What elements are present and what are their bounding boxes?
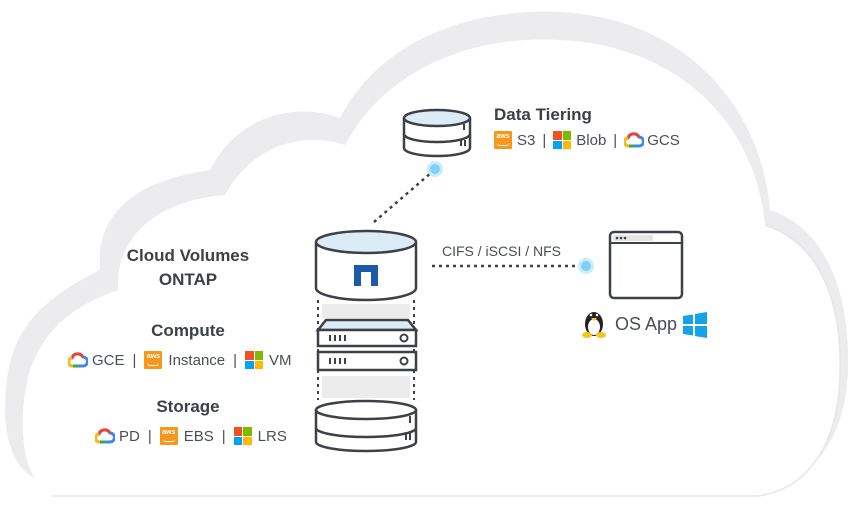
provider-label: PD	[119, 427, 140, 445]
aws-icon: aws	[144, 351, 163, 369]
data-tiering-title: Data Tiering	[494, 105, 592, 124]
aws-icon: aws	[159, 427, 178, 445]
protocol-label: CIFS / iSCSI / NFS	[442, 243, 562, 259]
separator: |	[233, 351, 238, 369]
provider-label: VM	[269, 351, 292, 369]
stack-band	[322, 376, 410, 398]
separator: |	[613, 131, 618, 149]
separator: |	[221, 427, 226, 445]
cloud-body	[22, 39, 841, 496]
netapp-logo-icon	[354, 265, 378, 286]
os-app-label: OS App	[615, 314, 678, 334]
provider-label: EBS	[183, 427, 214, 445]
data-tiering-providers: aws S3 | Blob | GCS	[494, 131, 680, 149]
storage-disk-icon	[314, 399, 418, 453]
cvo-cylinder-icon	[314, 229, 418, 302]
compute-server-icon	[315, 318, 419, 372]
cvo-title-line1: Cloud Volumes	[126, 246, 250, 265]
stack-band	[322, 304, 410, 318]
provider-label: S3	[517, 131, 536, 149]
provider-label: Instance	[168, 351, 226, 369]
provider-label: GCE	[92, 351, 125, 369]
provider-label: Blob	[576, 131, 607, 149]
cvo-title-line2: ONTAP	[158, 270, 218, 289]
app-window-icon	[608, 230, 684, 300]
microsoft-icon	[233, 427, 252, 445]
separator: |	[542, 131, 547, 149]
separator: |	[132, 351, 137, 369]
provider-label: LRS	[257, 427, 287, 445]
microsoft-icon	[245, 351, 264, 369]
provider-label: GCS	[647, 131, 680, 149]
google-cloud-icon	[94, 427, 116, 445]
compute-providers: GCE | aws Instance | VM	[67, 351, 292, 369]
aws-icon: aws	[494, 131, 512, 149]
microsoft-icon	[553, 131, 572, 149]
linux-penguin-icon	[582, 312, 606, 338]
tiering-connector-line	[373, 171, 433, 223]
storage-providers: PD | aws EBS | LRS	[94, 427, 287, 445]
compute-title: Compute	[151, 321, 225, 340]
separator: |	[147, 427, 152, 445]
google-cloud-icon	[67, 351, 89, 369]
windows-logo-icon	[683, 312, 707, 338]
data-tiering-disk-icon	[402, 108, 472, 158]
storage-title: Storage	[156, 397, 220, 416]
google-cloud-icon	[623, 131, 646, 149]
